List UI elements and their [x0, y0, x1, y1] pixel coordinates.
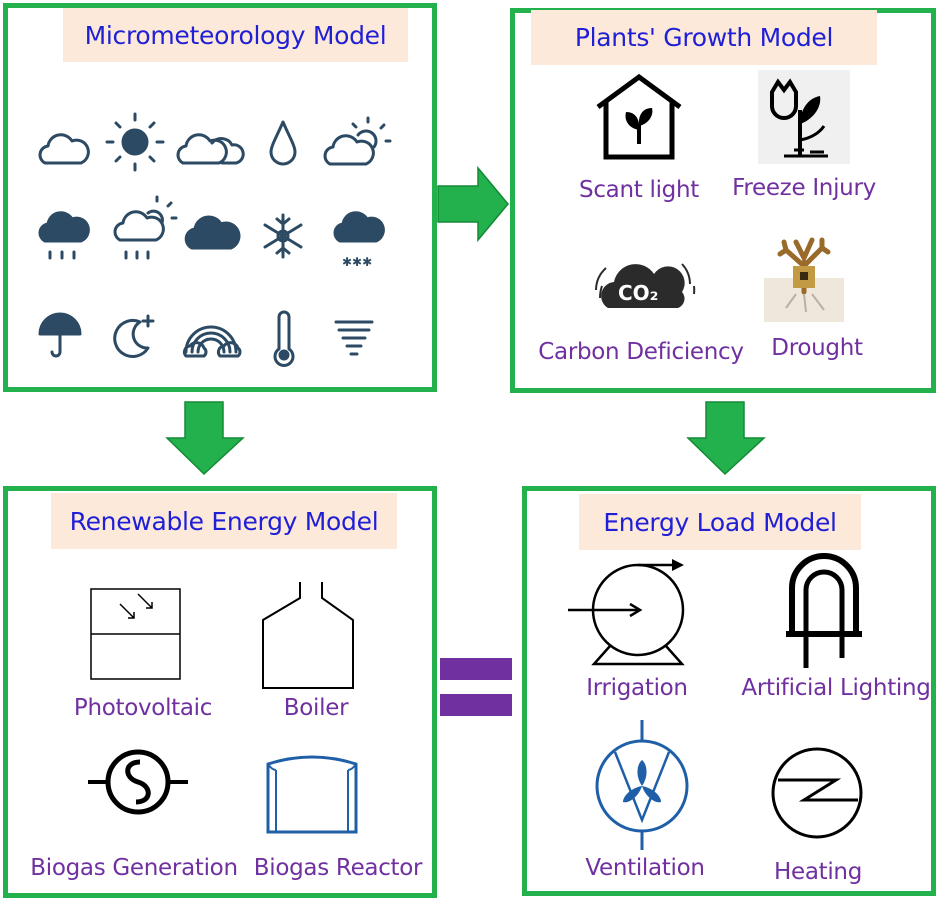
- rain-cloud-icon: [38, 211, 90, 260]
- ventilation-fan-icon: [595, 720, 689, 850]
- artificial-lighting-icon: [786, 553, 862, 668]
- biogas-reactor-label: Biogas Reactor: [253, 855, 423, 881]
- renewable-energy-title: Renewable Energy Model: [51, 493, 397, 549]
- svg-text:CO₂: CO₂: [618, 281, 658, 305]
- freeze-injury-label: Freeze Injury: [732, 175, 876, 201]
- sun-icon: [105, 112, 165, 172]
- cloud-sun-icon: [323, 116, 392, 166]
- biogas-reactor-icon: [266, 755, 358, 834]
- energy-load-panel: [522, 486, 936, 896]
- crescent-moon-icon: [113, 314, 155, 358]
- arrow-down-to-load: [686, 401, 766, 476]
- heating-icon: [771, 747, 863, 839]
- biogas-generation-label: Biogas Generation: [30, 855, 238, 881]
- plants-growth-title: Plants' Growth Model: [531, 10, 877, 65]
- irrigation-label: Irrigation: [586, 675, 688, 701]
- svg-text:✱✱✱: ✱✱✱: [342, 255, 372, 269]
- ventilation-label: Ventilation: [585, 855, 705, 881]
- double-cloud-icon: [176, 133, 245, 165]
- drought-icon: [764, 237, 844, 322]
- raindrop-icon: [269, 120, 297, 166]
- umbrella-icon: [38, 312, 82, 358]
- house-plant-icon: [596, 73, 682, 160]
- snowflake-icon: [263, 213, 303, 259]
- freeze-injury-icon: [758, 70, 850, 164]
- dark-cloud-icon: [184, 215, 241, 250]
- photovoltaic-label: Photovoltaic: [73, 695, 213, 721]
- irrigation-pump-icon: [568, 559, 685, 666]
- rainbow-icon: [182, 325, 242, 358]
- renewable-energy-panel: [3, 486, 437, 898]
- sun-cloud-rain-icon: [113, 195, 178, 260]
- plants-growth-panel: [510, 8, 936, 393]
- carbon-deficiency-label: Carbon Deficiency: [538, 339, 744, 365]
- scant-light-label: Scant light: [579, 177, 699, 203]
- equals-sign: [440, 658, 512, 718]
- micrometeorology-title: Micrometeorology Model: [63, 8, 408, 62]
- boiler-icon: [262, 582, 354, 689]
- snow-cloud-icon: ✱✱✱: [333, 211, 385, 269]
- arrow-down-to-renewable: [165, 401, 245, 476]
- photovoltaic-icon: [90, 588, 181, 680]
- equals-bar-bottom: [440, 694, 512, 716]
- artificial-lighting-label: Artificial Lighting: [741, 675, 931, 701]
- boiler-label: Boiler: [283, 695, 349, 721]
- tornado-icon: [334, 320, 374, 356]
- equals-bar-top: [440, 658, 512, 680]
- heating-label: Heating: [773, 859, 863, 885]
- co2-cloud-icon: CO₂: [595, 263, 696, 308]
- biogas-generation-icon: [88, 749, 188, 815]
- arrow-right-to-plants: [437, 165, 509, 243]
- thermometer-icon: [273, 310, 295, 367]
- drought-label: Drought: [771, 335, 863, 361]
- cloud-icon: [38, 133, 90, 165]
- energy-load-title: Energy Load Model: [579, 494, 861, 550]
